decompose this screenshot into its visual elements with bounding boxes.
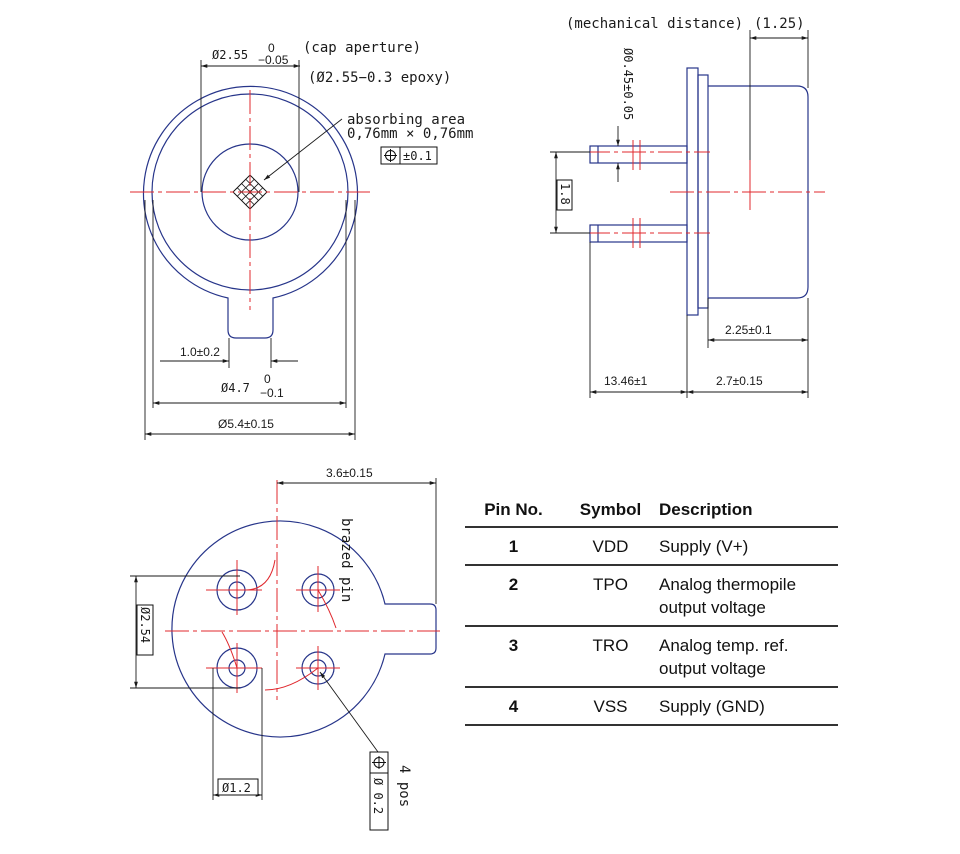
- flange-dia-dim: Ø5.4±0.15: [218, 417, 274, 431]
- table-row: 3 TRO Analog temp. ref. output voltage: [465, 626, 838, 688]
- table-row: 4 VSS Supply (GND): [465, 687, 838, 726]
- pin-description: Analog thermopile output voltage: [659, 565, 838, 627]
- mech-distance-label: (mechanical distance): [566, 16, 743, 32]
- flange-outline: [142, 85, 359, 339]
- tab-width-dim: 1.0±0.2: [180, 345, 220, 359]
- pin-length-dim: 13.46±1: [604, 374, 648, 388]
- pin-table: Pin No. Symbol Description 1 VDD Supply …: [465, 496, 838, 726]
- absorbing-label: absorbing area: [347, 112, 465, 128]
- pin-no: 2: [465, 565, 562, 627]
- absorbing-area: [232, 174, 268, 210]
- base-outline: [171, 520, 437, 738]
- cap-aperture-label: (cap aperture): [303, 40, 421, 56]
- pin-symbol: TPO: [562, 565, 659, 627]
- pin-upper: [589, 145, 688, 164]
- pin-hole-box: [217, 778, 259, 796]
- table-row: 1 VDD Supply (V+): [465, 527, 838, 566]
- tab-reach-dim: 3.6±0.15: [326, 466, 373, 480]
- pin-spacing-dim: 1.8: [558, 183, 572, 205]
- pin-spacing-box: [556, 179, 573, 211]
- side-view: Ø0.45±0.05 1.8 (mechanical distance) (1.…: [550, 16, 825, 398]
- absorbing-size: 0,76mm × 0,76mm: [347, 126, 473, 142]
- header-pin-no: Pin No.: [465, 496, 562, 528]
- pin-no: 3: [465, 626, 562, 688]
- cap-aperture-tol-lower: −0.05: [258, 53, 289, 67]
- pin-table-header: Pin No. Symbol Description: [465, 496, 838, 528]
- position-tol-value: ±0.1: [403, 149, 432, 163]
- pin-hole-dim: Ø1.2: [222, 781, 251, 795]
- pin-description: Supply (V+): [659, 527, 838, 566]
- header-symbol: Symbol: [562, 496, 659, 528]
- pin-description: Supply (GND): [659, 687, 838, 726]
- bottom-view: 3.6±0.15 brazed pin Ø2.54 Ø1.2 Ø 0.2 4 p…: [130, 466, 440, 831]
- top-view: Ø2.55 0 −0.05 (cap aperture) (Ø2.55−0.3 …: [130, 40, 473, 440]
- total-height-dim: 2.7±0.15: [716, 374, 763, 388]
- cap-aperture-dim: Ø2.55: [212, 48, 248, 62]
- mech-distance-value: (1.25): [754, 16, 805, 32]
- pin-description: Analog temp. ref. output voltage: [659, 626, 838, 688]
- pin-circle-dim: Ø2.54: [138, 607, 152, 643]
- brazed-label: brazed pin: [338, 518, 354, 602]
- pin-pos-tol: Ø 0.2: [371, 778, 385, 814]
- pin-position-frame: Ø 0.2: [369, 751, 389, 831]
- pin-symbol: VSS: [562, 687, 659, 726]
- body-dia-dim: Ø4.7: [221, 381, 250, 395]
- pin-dia-dim: Ø0.45±0.05: [621, 48, 635, 120]
- body-dia-tol-lower: −0.1: [260, 386, 284, 400]
- table-row: 2 TPO Analog thermopile output voltage: [465, 565, 838, 627]
- position-tolerance-frame: ±0.1: [380, 146, 438, 165]
- cap-aperture-tol-upper: 0: [268, 41, 275, 55]
- pin-pos-count: 4 pos: [396, 765, 412, 807]
- pin-symbol: VDD: [562, 527, 659, 566]
- absorbing-leader: [263, 118, 343, 181]
- pin-no: 4: [465, 687, 562, 726]
- epoxy-label: (Ø2.55−0.3 epoxy): [308, 70, 451, 86]
- pin-circle-box: [136, 604, 154, 656]
- cap-depth-dim: 2.25±0.1: [725, 323, 772, 337]
- body-dia-tol-upper: 0: [264, 372, 271, 386]
- pin-no: 1: [465, 527, 562, 566]
- header-description: Description: [659, 496, 838, 528]
- pin-symbol: TRO: [562, 626, 659, 688]
